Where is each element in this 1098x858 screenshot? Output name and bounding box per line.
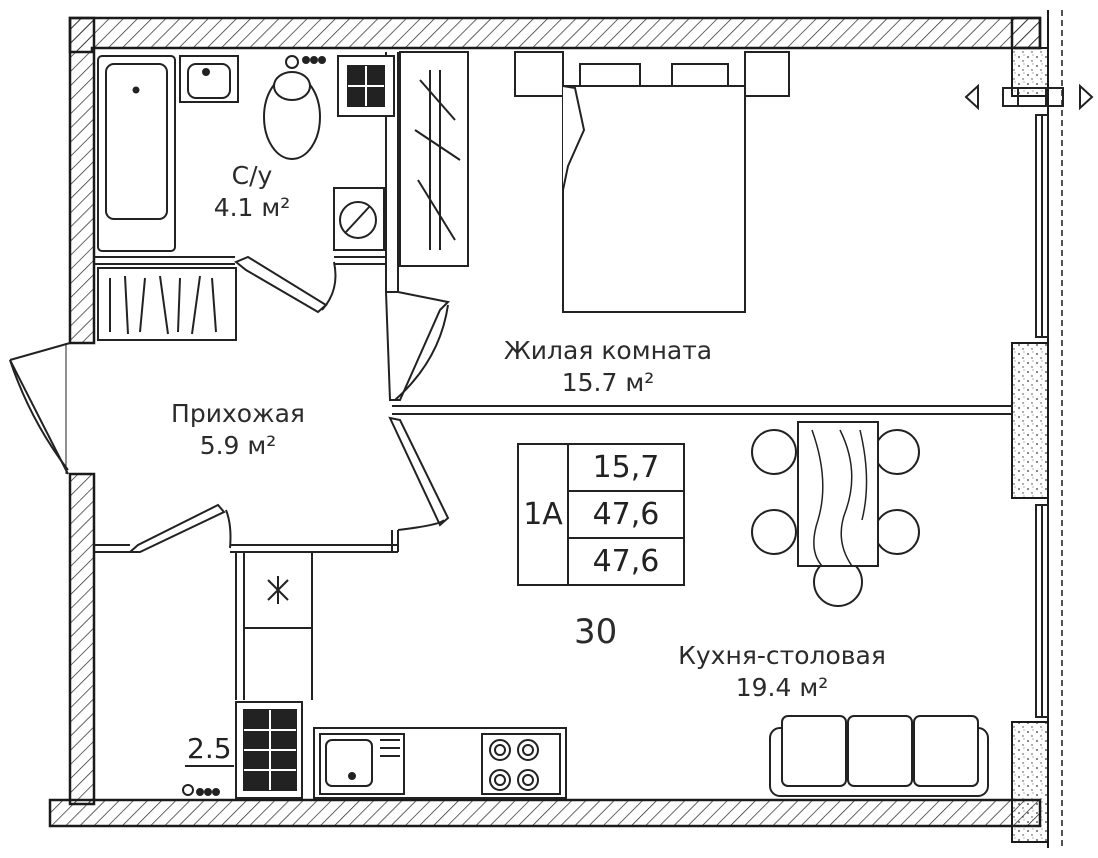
kitchen-units — [182, 576, 567, 799]
apartment-type: 1А — [519, 445, 569, 584]
apartment-info-box: 1А 15,7 47,6 47,6 — [517, 443, 685, 586]
room-area-living: 15.7 м² — [561, 368, 655, 397]
room-area-kitchen: 19.4 м² — [735, 673, 829, 702]
section-markers — [964, 83, 1094, 111]
wall-right-top — [1010, 16, 1042, 50]
room-label-kitchen: Кухня-столовая 19.4 м² — [678, 640, 886, 704]
apartment-areas: 15,7 47,6 47,6 — [569, 445, 683, 584]
room-name-living: Жилая комната — [503, 336, 713, 365]
sofa — [769, 715, 989, 797]
wall-left-upper — [68, 16, 96, 345]
apartment-number: 30 — [574, 612, 618, 652]
living-area-value: 15,7 — [592, 450, 660, 485]
bathroom-fixtures — [97, 55, 395, 252]
doors — [9, 255, 451, 553]
total-area-value: 47,6 — [569, 490, 683, 537]
total-area-value-2: 47,6 — [569, 537, 683, 584]
wardrobes — [109, 51, 469, 335]
room-label-bathroom: С/у 4.1 м² — [214, 160, 291, 224]
room-name-hall: Прихожая — [171, 399, 305, 428]
wall-left-lower — [68, 472, 96, 806]
bed — [514, 51, 790, 313]
room-area-hall: 5.9 м² — [199, 431, 277, 460]
wall-bottom — [48, 798, 1042, 828]
room-label-hall: Прихожая 5.9 м² — [171, 398, 305, 462]
wall-top — [68, 16, 1042, 54]
partitions — [94, 52, 1012, 700]
ceiling-height: 2.5 — [185, 732, 234, 767]
room-area-bathroom: 4.1 м² — [213, 193, 291, 222]
windows — [1035, 114, 1049, 718]
dining-set — [751, 421, 920, 607]
room-label-living: Жилая комната 15.7 м² — [504, 335, 712, 399]
room-name-kitchen: Кухня-столовая — [678, 641, 886, 670]
room-name-bathroom: С/у — [231, 161, 273, 190]
